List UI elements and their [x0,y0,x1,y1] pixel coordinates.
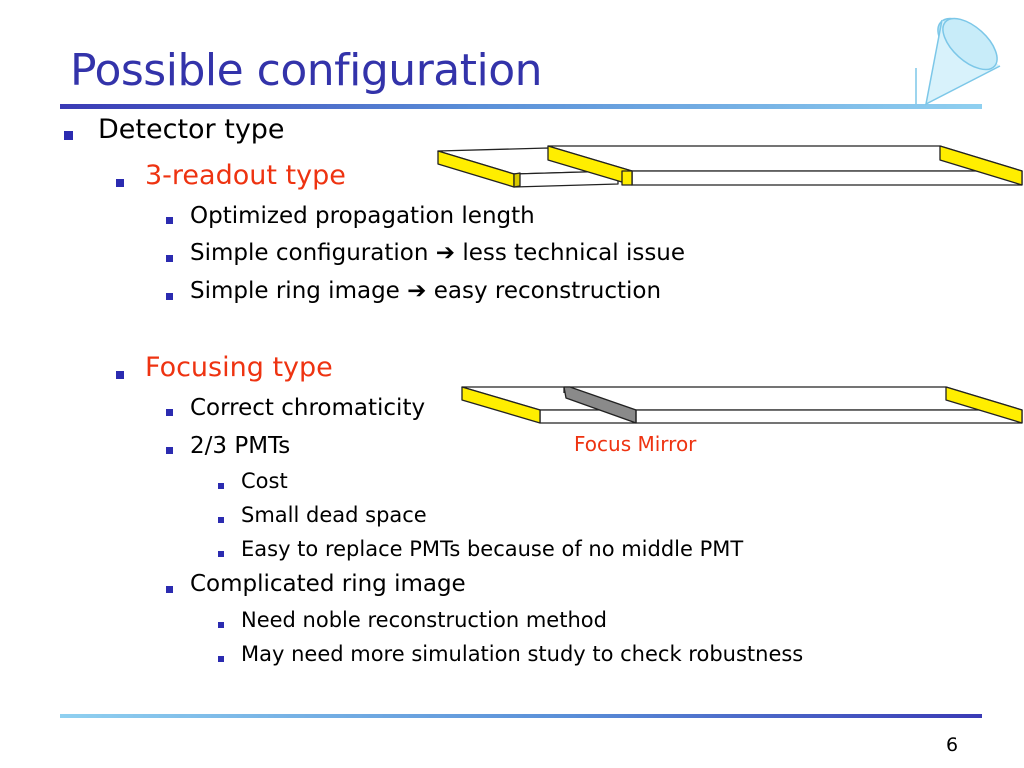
right-arrow-icon: ➔ [407,278,427,304]
complicated-item-simulation: May need more simulation study to check … [241,642,804,666]
readout-type-heading: 3-readout type [145,160,346,191]
bullet-marker [64,131,73,140]
readout-item-ring-image-after: easy reconstruction [433,278,662,304]
long-radiator-bar [547,145,1023,186]
readout-item-configuration: Simple configuration ➔ less technical is… [190,240,685,266]
readout-item-configuration-after: less technical issue [462,240,686,266]
focusing-item-chromaticity: Correct chromaticity [190,395,426,421]
readout-item-configuration-before: Simple configuration [190,240,429,266]
focus-mirror-shape [563,386,637,424]
focusing-radiator-bar [461,386,1023,424]
complicated-item-method: Need noble reconstruction method [241,608,607,632]
bullet-marker [166,293,173,300]
bullet-marker [116,371,124,379]
pmt-item-dead-space: Small dead space [241,503,427,527]
bullet-marker [218,483,224,489]
bullet-marker [116,179,124,187]
bullet-marker [218,622,224,628]
bullet-marker [166,586,173,593]
readout-item-propagation: Optimized propagation length [190,203,535,229]
bullet-marker [166,255,173,262]
readout-detector-diagram [437,145,1023,188]
bullet-marker [218,517,224,523]
detector-type-heading: Detector type [98,114,285,145]
focus-mirror-label: Focus Mirror [574,432,697,456]
right-arrow-icon: ➔ [435,240,456,266]
pmt-item-replace: Easy to replace PMTs because of no middl… [241,537,744,561]
bullet-marker [166,409,173,416]
readout-item-ring-image: Simple ring image ➔ easy reconstruction [190,278,661,304]
focusing-detector-diagram [461,386,1023,424]
focusing-item-complicated: Complicated ring image [190,571,466,597]
bullet-marker [218,656,224,662]
page-number: 6 [946,734,959,756]
slide-title: Possible configuration [70,45,543,96]
focusing-type-heading: Focusing type [145,352,333,383]
readout-item-ring-image-before: Simple ring image [190,278,400,304]
bullet-marker [166,217,173,224]
bullet-marker [218,551,224,557]
title-divider [60,104,982,109]
bullet-marker [166,447,173,454]
footer-divider [60,714,982,718]
focusing-item-pmts: 2/3 PMTs [190,433,291,459]
pmt-item-cost: Cost [241,469,288,493]
cone-logo-icon [915,17,1001,106]
